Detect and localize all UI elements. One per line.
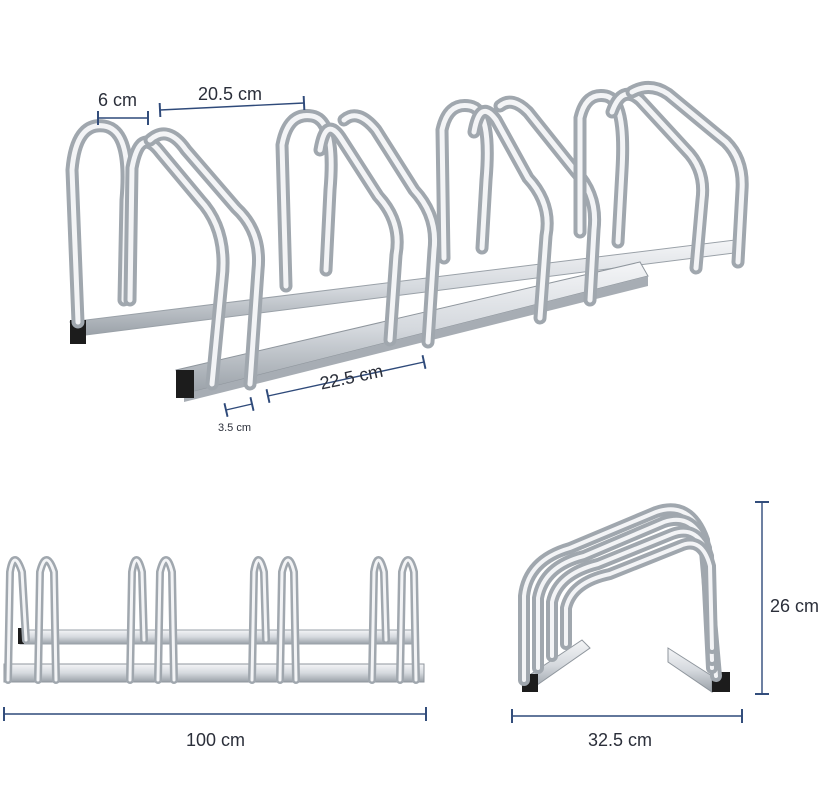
rack-loop <box>65 119 134 329</box>
perspective-rack <box>65 81 749 418</box>
dimension-label-height: 26 cm <box>770 596 820 616</box>
dimension-label-total-length: 100 cm <box>186 730 246 750</box>
dimension-label-depth: 32.5 cm <box>588 730 653 750</box>
rear-base-bar <box>19 629 416 645</box>
front-view-rack <box>3 556 427 721</box>
dimension-lines <box>97 95 427 418</box>
front-base-bar <box>3 663 425 683</box>
end-view-rack <box>511 501 769 723</box>
end-cap <box>176 370 194 398</box>
end-cap <box>18 628 24 644</box>
dimension-label-slot-width: 6 cm <box>98 90 138 110</box>
dimension-label-end-offset: 3.5 cm <box>218 422 252 434</box>
rack-loop <box>573 88 630 249</box>
dimension-label-slot-spacing: 20.5 cm <box>198 84 263 104</box>
